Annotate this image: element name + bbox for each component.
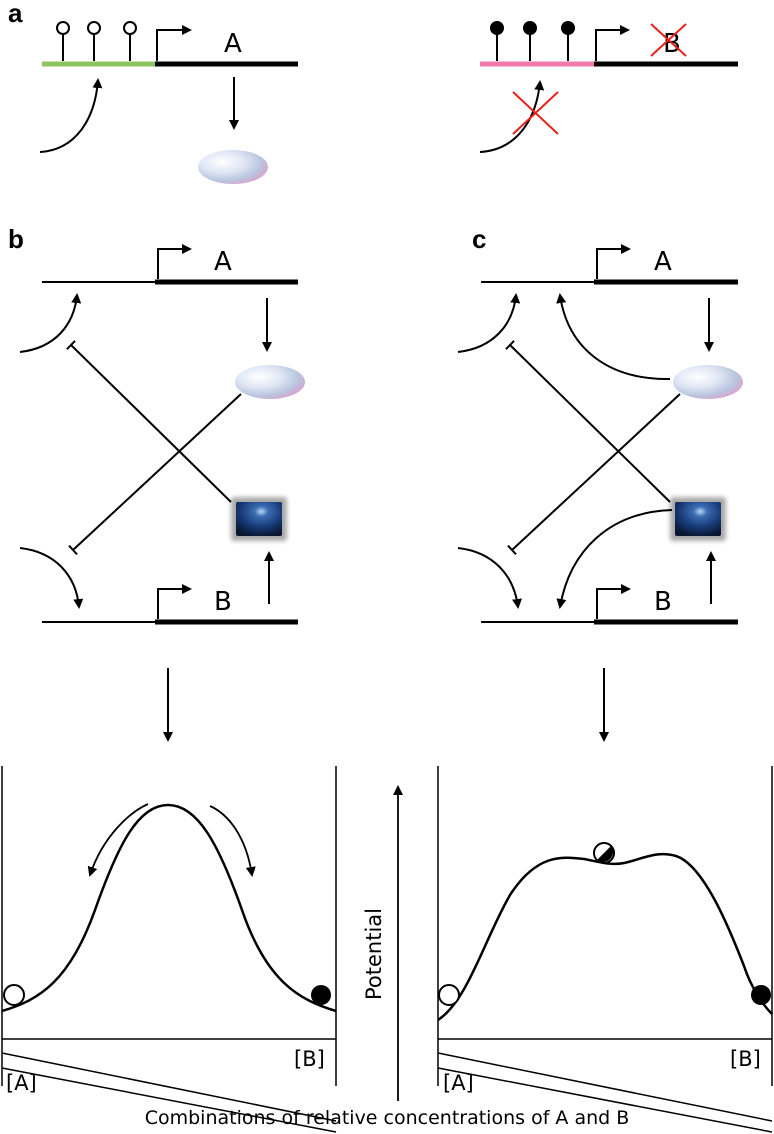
left-potential-landscape: [A] [B] xyxy=(1,766,337,1133)
concentration-axis-lower xyxy=(437,1067,773,1133)
panel-c-network: A B xyxy=(457,244,743,625)
right-axis-label-a: [A] xyxy=(443,1071,474,1095)
landscape-caption: Combinations of relative concentrations … xyxy=(145,1107,630,1129)
concentration-axis-lower xyxy=(1,1067,337,1133)
concentration-axis-upper xyxy=(437,1052,773,1122)
transcription-start-arrow xyxy=(156,25,192,61)
gene-a-label-c: A xyxy=(654,247,672,277)
square-protein-icon xyxy=(670,497,726,541)
bistable-potential-curve xyxy=(1,803,337,1013)
right-axis-label-b: [B] xyxy=(730,1047,761,1071)
transcription-start-arrow xyxy=(157,244,192,279)
open-lollipop-icon xyxy=(56,21,70,61)
left-axis-label-a: [A] xyxy=(6,1071,37,1095)
panel-a-active-gene: A xyxy=(39,21,298,184)
filled-lollipop-icon xyxy=(490,21,504,61)
transcription-start-arrow xyxy=(596,244,631,279)
cell-state-a-ball xyxy=(438,984,460,1006)
left-axis-label-b: [B] xyxy=(294,1047,325,1071)
filled-lollipop-icon xyxy=(523,21,537,61)
tristable-potential-curve xyxy=(437,852,773,1022)
blocked-activator-curve-arrow xyxy=(479,80,545,153)
square-protein-icon xyxy=(231,497,287,541)
panel-a-silenced-gene: B xyxy=(479,21,738,153)
gene-b-label-b: B xyxy=(214,587,232,617)
blocked-transcription-x-icon xyxy=(650,23,687,57)
cell-state-a-ball xyxy=(3,984,25,1006)
panel-b-network: A B xyxy=(19,244,305,625)
cell-state-b-ball xyxy=(751,985,771,1005)
gene-a-label-top: A xyxy=(224,29,242,59)
right-roll-arrow xyxy=(209,805,256,877)
b-self-activation-arrow xyxy=(457,547,522,609)
open-lollipop-icon xyxy=(87,21,101,61)
a-inhibits-b-line xyxy=(68,393,242,556)
blocked-activator-x-icon xyxy=(512,91,559,135)
transcription-start-arrow xyxy=(596,584,631,619)
right-potential-landscape: [A] [B] xyxy=(437,766,773,1133)
gene-b-label-c: B xyxy=(654,587,672,617)
concentration-axis-upper xyxy=(1,1052,337,1122)
gene-a-label-b: A xyxy=(214,247,232,277)
b-extra-activation-arrow xyxy=(556,509,673,609)
a-extra-activation-arrow xyxy=(556,293,671,381)
panel-label-c: c xyxy=(472,224,486,254)
b-self-activation-arrow xyxy=(19,547,84,609)
b-inhibits-a-line xyxy=(66,340,232,503)
left-roll-arrow xyxy=(87,803,149,877)
open-lollipop-icon xyxy=(123,21,137,61)
transcription-start-arrow xyxy=(595,25,630,61)
ellipse-protein-icon xyxy=(198,150,268,184)
a-inhibits-b-line xyxy=(507,393,681,556)
transcription-start-arrow xyxy=(157,584,192,619)
a-self-activation-arrow xyxy=(19,293,82,353)
panel-label-a: a xyxy=(8,0,23,28)
a-self-activation-arrow xyxy=(457,293,521,353)
filled-lollipop-icon xyxy=(561,21,575,61)
activator-curve-arrow xyxy=(39,78,103,153)
b-inhibits-a-line xyxy=(505,340,671,503)
intermediate-state-ball xyxy=(593,842,615,864)
panel-label-b: b xyxy=(8,224,24,254)
ellipse-protein-icon xyxy=(235,365,305,399)
potential-label: Potential xyxy=(362,908,386,1000)
cell-state-b-ball xyxy=(311,985,331,1005)
ellipse-protein-icon xyxy=(673,365,743,399)
potential-axis: Potential xyxy=(362,785,403,1101)
